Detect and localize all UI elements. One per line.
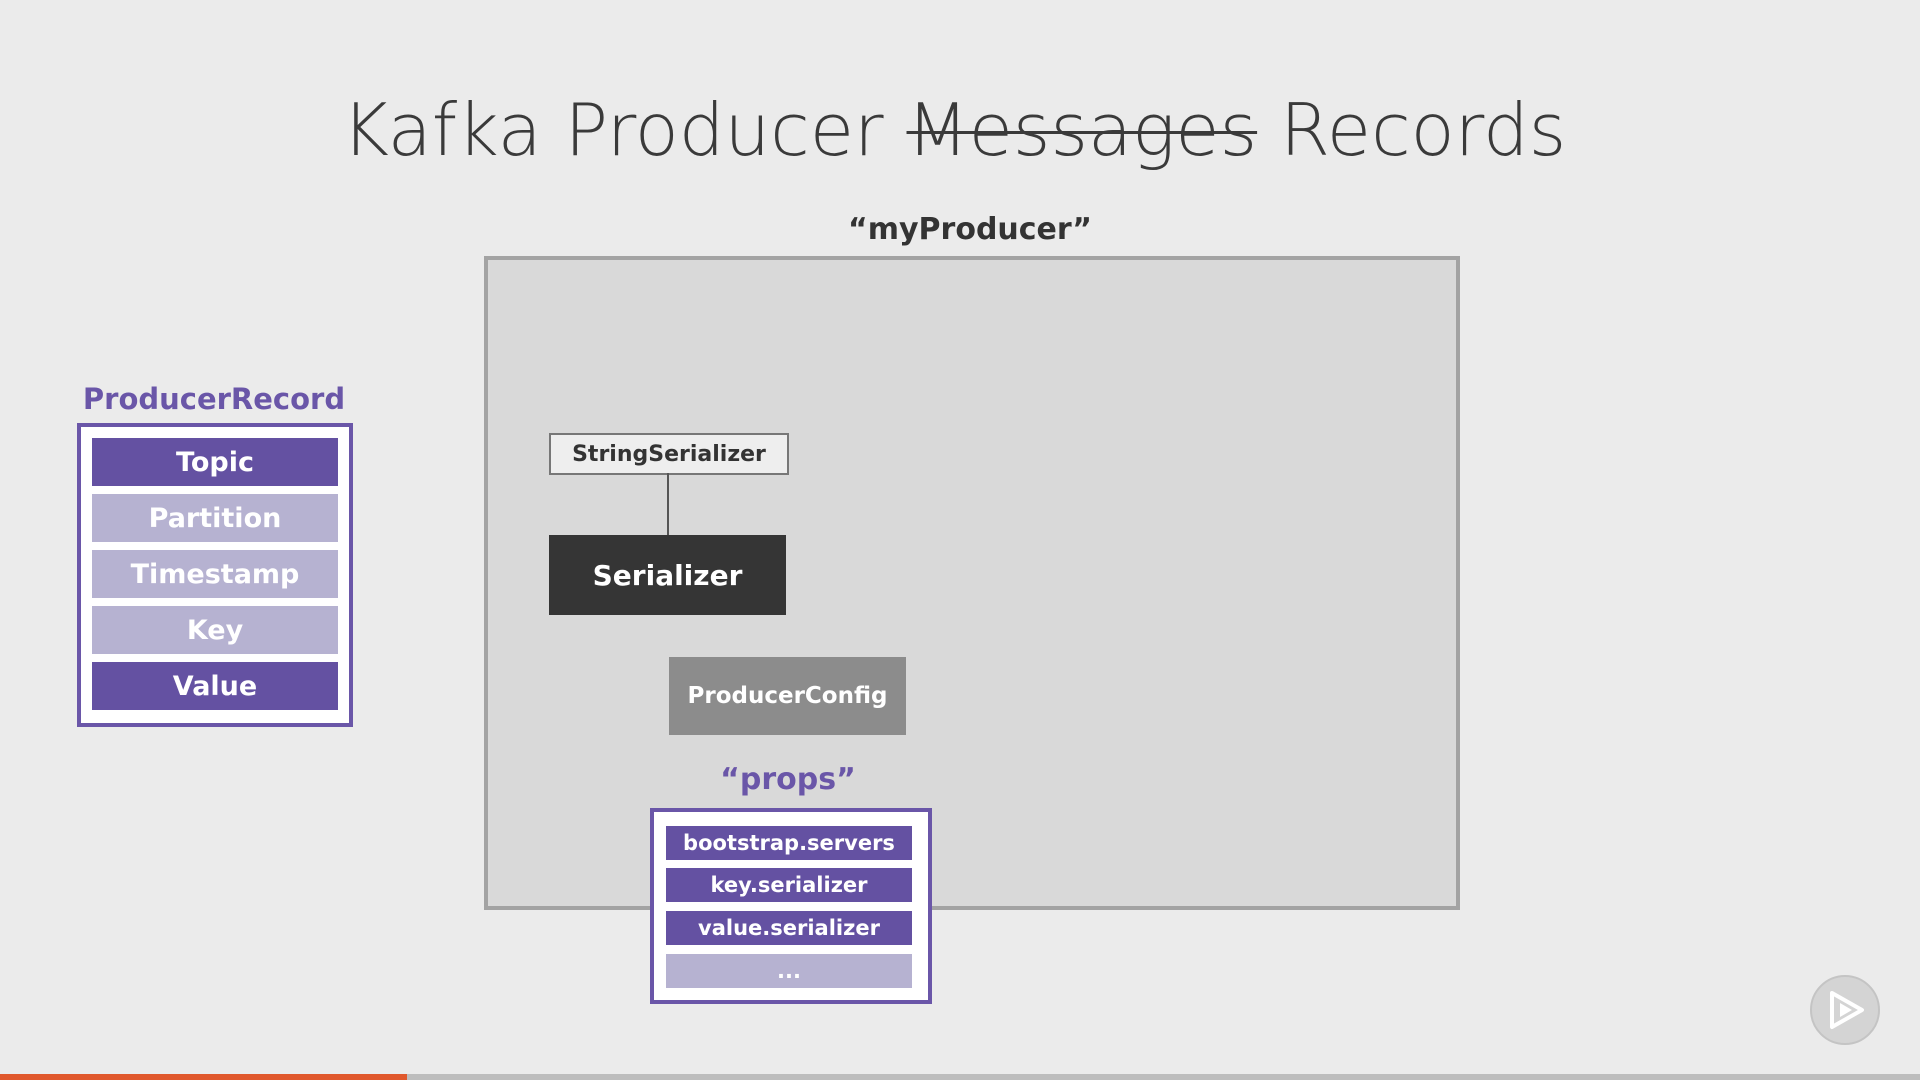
prop-value-serializer: value.serializer [666,911,912,945]
title-part-1: Kafka Producer [341,88,884,172]
video-progress-bar[interactable] [0,1074,1920,1080]
video-progress-fill [0,1074,408,1080]
producer-record-label: ProducerRecord [82,382,346,416]
serializer-connector-line [667,473,669,535]
title-struck-word: Messages [906,88,1258,172]
play-logo-icon [1810,975,1914,1045]
title-part-2: Records [1279,88,1567,172]
producer-label: “myProducer” [848,212,1092,247]
props-label: “props” [720,762,856,797]
prop-ellipsis: ... [666,954,912,988]
props-box: bootstrap.servers key.serializer value.s… [650,808,932,1004]
producer-config-box: ProducerConfig [669,657,906,735]
serializer-box: Serializer [549,535,786,615]
record-field-timestamp: Timestamp [92,550,338,598]
record-field-value: Value [92,662,338,710]
producer-record-box: Topic Partition Timestamp Key Value [77,423,353,727]
record-field-key: Key [92,606,338,654]
record-field-partition: Partition [92,494,338,542]
prop-key-serializer: key.serializer [666,868,912,902]
slide-title: Kafka Producer Messages Records [0,88,1908,172]
record-field-topic: Topic [92,438,338,486]
prop-bootstrap-servers: bootstrap.servers [666,826,912,860]
string-serializer-box: StringSerializer [549,433,789,475]
